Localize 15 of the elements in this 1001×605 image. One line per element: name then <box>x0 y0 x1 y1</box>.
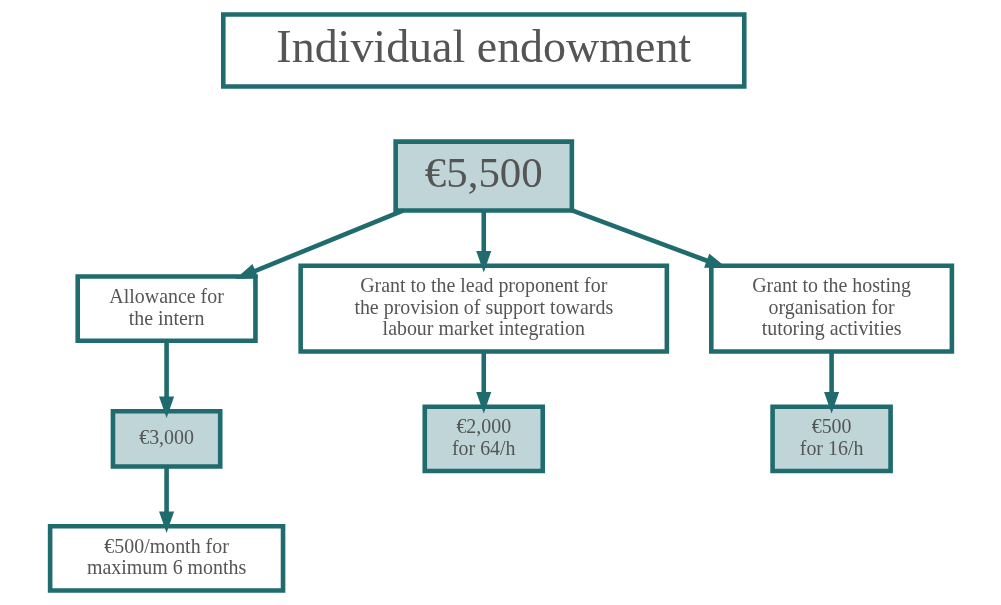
node-box: €5,500 <box>392 139 574 213</box>
node-box: Grant to the lead proponent for the provision of support towards labour market integration <box>297 263 669 354</box>
arrow <box>234 208 404 279</box>
arrow <box>823 351 839 414</box>
arrow <box>475 210 491 273</box>
node-box: €500/month for maximum 6 months <box>47 523 285 593</box>
node-box: Individual endowment <box>220 12 747 89</box>
arrow <box>158 340 174 419</box>
arrow <box>158 466 174 533</box>
node-box: €2,000 for 64/h <box>421 404 545 474</box>
node-box: €3,000 <box>110 409 222 469</box>
arrow <box>475 351 491 414</box>
node-box: Allowance for the intern <box>74 274 258 344</box>
node-box: Grant to the hosting organisation for tutoring activities <box>708 263 954 354</box>
node-box: €500 for 16/h <box>769 404 893 474</box>
